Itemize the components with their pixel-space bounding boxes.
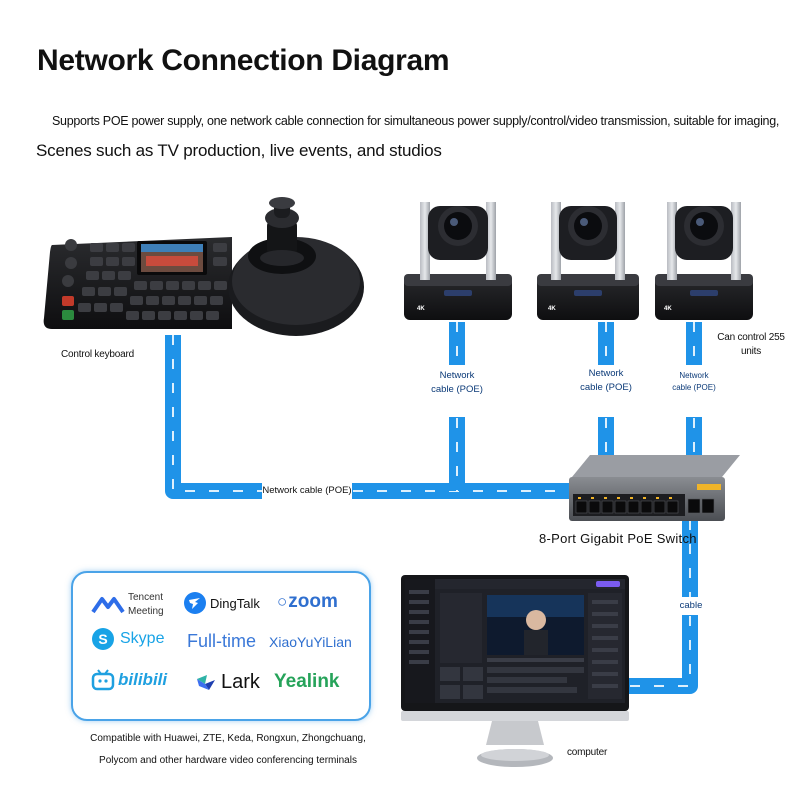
switch-label: 8-Port Gigabit PoE Switch: [539, 531, 697, 546]
camera-count-note: Can control 255 units: [717, 332, 785, 357]
dingtalk-icon: [184, 592, 206, 614]
poe-switch: [569, 455, 740, 521]
computer-label: computer: [567, 747, 608, 758]
dingtalk-logo: DingTalk: [183, 591, 260, 615]
bilibili-logo: bilibili: [91, 669, 167, 691]
compatibility-line-2: Polycom and other hardware video confere…: [99, 755, 357, 766]
camera-1-badge: 4K: [417, 306, 425, 312]
camera-1-cable-label: Network cable (POE): [431, 370, 483, 395]
skype-icon: S: [92, 628, 114, 650]
tencent-meeting-icon: [91, 597, 125, 614]
xiaoyu-logo: XiaoYuYiLian: [269, 634, 352, 650]
lark-icon: [197, 674, 215, 690]
camera-3-badge: 4K: [664, 306, 672, 312]
ptz-camera-3: [655, 202, 753, 320]
keyboard-cable-label: Network cable (POE): [262, 485, 352, 496]
keyboard-cable: [165, 335, 575, 499]
zoom-icon: ○: [277, 592, 288, 611]
tencent-meeting-logo: Tencent Meeting: [91, 591, 172, 619]
fulltime-logo: Full-time: [187, 631, 257, 651]
camera-3-cable-label: Network cable (POE): [672, 371, 716, 392]
control-keyboard: [43, 197, 364, 336]
ptz-camera-2: [537, 202, 639, 320]
compatible-software-panel: Tencent Meeting DingTalk ○ zoom S Skype …: [71, 571, 371, 721]
subtitle-line-2: Scenes such as TV production, live event…: [36, 141, 442, 160]
bilibili-icon: [91, 669, 115, 691]
zoom-logo: ○ zoom: [277, 591, 338, 612]
subtitle-line-1: Supports POE power supply, one network c…: [52, 114, 780, 128]
compatibility-line-1: Compatible with Huawei, ZTE, Keda, Rongx…: [90, 733, 366, 744]
skype-logo: S Skype: [91, 627, 164, 651]
page-title: Network Connection Diagram: [37, 44, 450, 77]
computer-monitor: [401, 575, 629, 767]
lark-logo: Lark: [195, 671, 260, 694]
camera-2-cable-label: Network cable (POE): [580, 368, 632, 393]
camera-2-badge: 4K: [548, 306, 556, 312]
ptz-camera-1: [404, 202, 512, 320]
computer-cable-label: cable: [679, 600, 703, 611]
yealink-logo: Yealink: [274, 671, 340, 692]
svg-text:S: S: [98, 631, 107, 647]
keyboard-label: Control keyboard: [61, 349, 134, 360]
